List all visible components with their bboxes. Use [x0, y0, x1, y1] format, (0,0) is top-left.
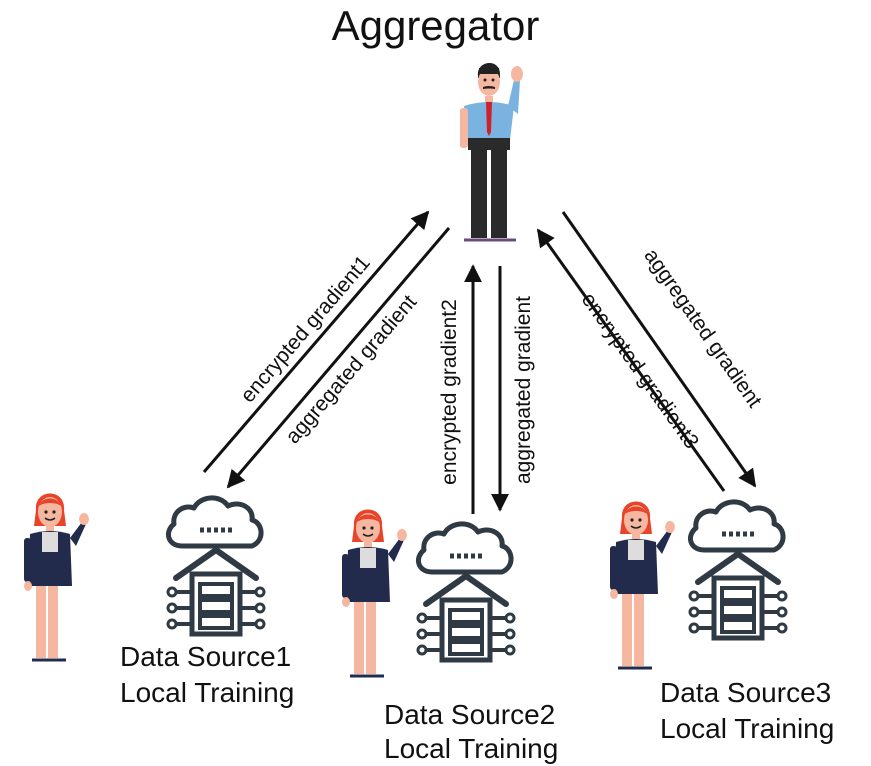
- arrow-aggregated-gradient3: [561, 211, 757, 488]
- source2-task: Local Training: [384, 733, 559, 764]
- source1-task: Local Training: [120, 677, 295, 708]
- arrow-encrypted-gradient1: [202, 210, 430, 473]
- cloud-server-icon-source1: [168, 498, 264, 634]
- cloud-server-icon-source2: [418, 524, 514, 660]
- source3-task: Local Training: [660, 713, 835, 744]
- woman-icon-source2: [340, 508, 409, 678]
- aggregator-title: Aggregator: [331, 2, 540, 49]
- cloud-server-icon-source3: [690, 502, 786, 638]
- label-aggregated-gradient2: aggregated gradient: [512, 296, 535, 484]
- label-encrypted-gradient2: encrypted gradient2: [438, 299, 461, 485]
- source1-name: Data Source1: [120, 641, 292, 672]
- woman-icon-source3: [608, 500, 677, 670]
- arrow-encrypted-gradient3: [536, 228, 726, 492]
- source2-name: Data Source2: [384, 699, 556, 730]
- source3-name: Data Source3: [660, 677, 832, 708]
- woman-icon-source1: [22, 492, 91, 662]
- arrow-aggregated-gradient1: [226, 227, 451, 489]
- aggregator-person-icon: [460, 62, 523, 242]
